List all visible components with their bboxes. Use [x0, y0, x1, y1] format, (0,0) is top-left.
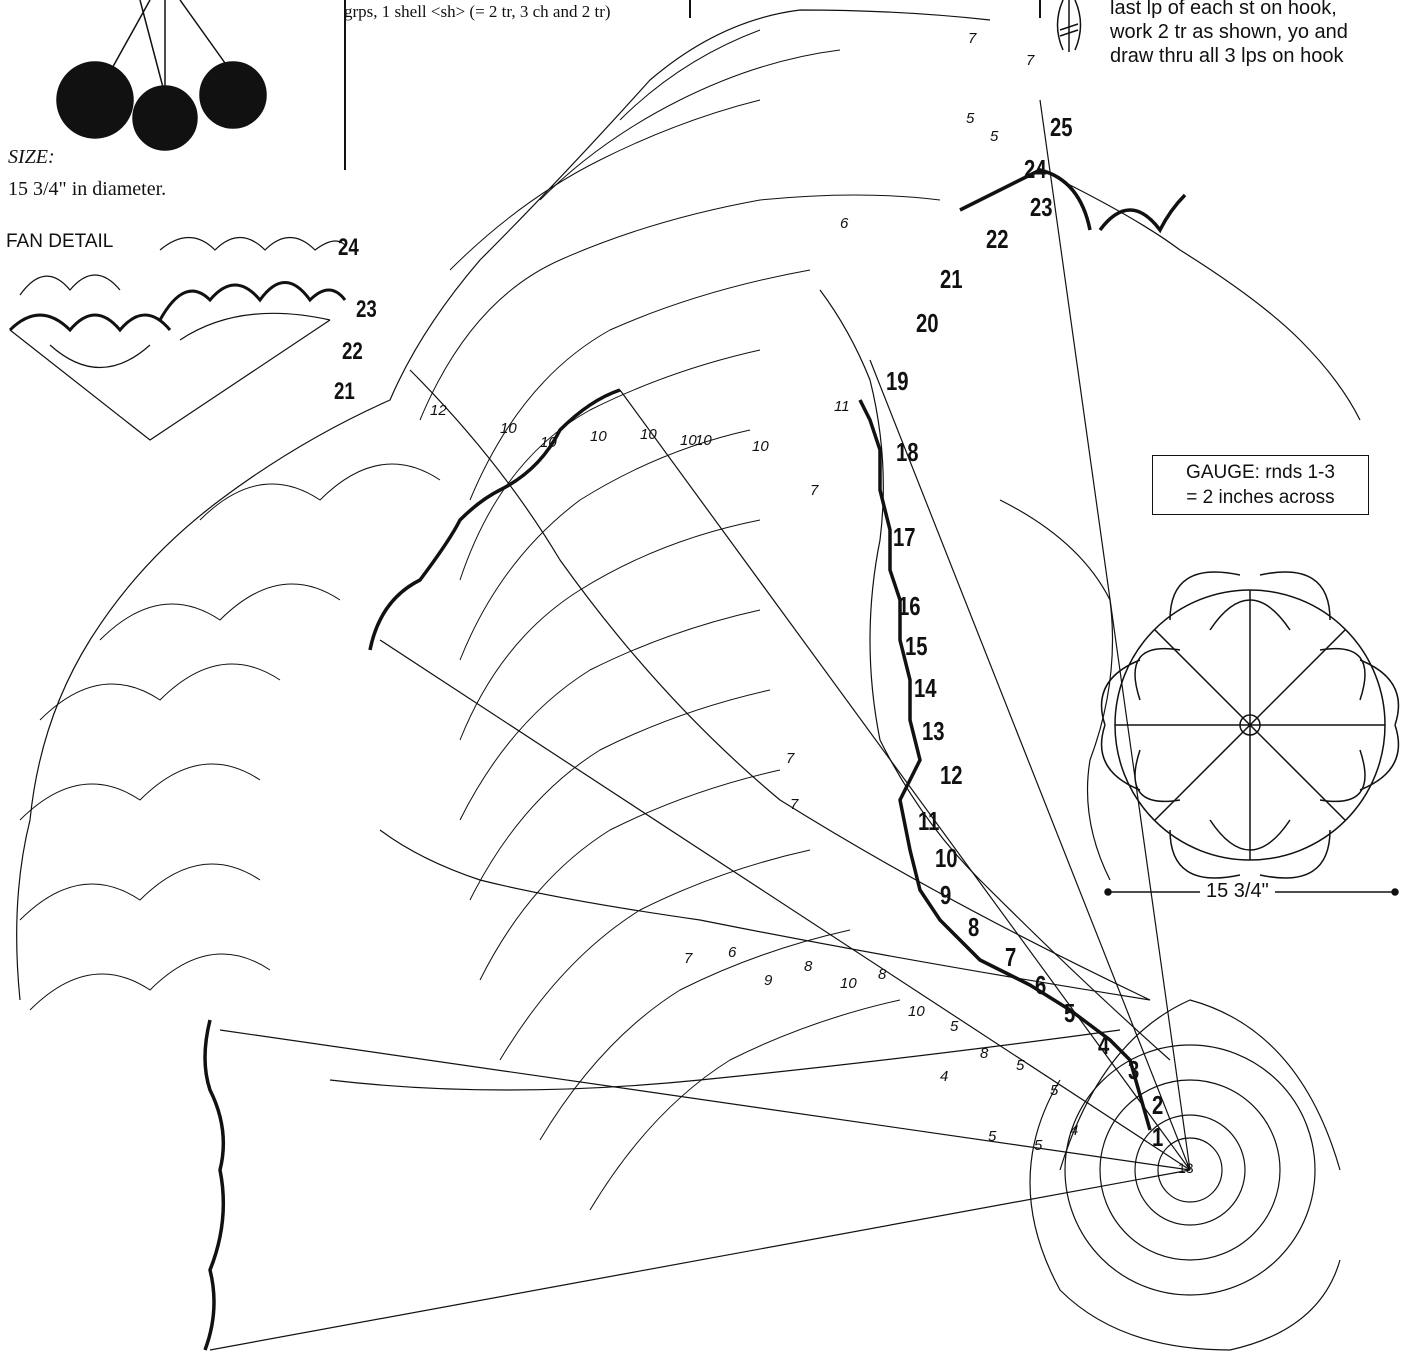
chain-count: 5 — [1050, 1082, 1058, 1099]
chain-count: 10 — [752, 438, 769, 455]
round-label: 22 — [986, 224, 1009, 255]
chain-count: 5 — [950, 1018, 958, 1035]
round-label: 16 — [898, 591, 921, 622]
chain-count: 10 — [590, 428, 607, 445]
chain-count: 7 — [968, 30, 976, 47]
round-label: 13 — [922, 716, 945, 747]
round-label: 23 — [1030, 192, 1053, 223]
round-label: 8 — [968, 912, 979, 943]
fan-round-label: 23 — [356, 296, 377, 324]
chain-count: 8 — [804, 958, 812, 975]
pineapple-structure — [210, 100, 1190, 1350]
chain-count: 7 — [684, 950, 692, 967]
round-label: 17 — [893, 522, 916, 553]
chain-count: 5 — [1034, 1137, 1042, 1154]
fan-detail-title: FAN DETAIL — [6, 231, 113, 253]
fan-detail-drawing — [10, 238, 345, 441]
round-label: 19 — [886, 366, 909, 397]
fan-round-label: 21 — [334, 378, 355, 406]
chain-count: 10 — [500, 420, 517, 437]
chain-count: 7 — [810, 482, 818, 499]
round-label: 20 — [916, 308, 939, 339]
round-label: 14 — [914, 673, 937, 704]
gauge-line-2: = 2 inches across — [1153, 485, 1368, 510]
gauge-box: GAUGE: rnds 1-3 = 2 inches across — [1152, 455, 1369, 515]
chain-count: 5 — [1016, 1057, 1024, 1074]
chain-count: 4 — [940, 1068, 948, 1085]
round-label: 12 — [940, 760, 963, 791]
chain-count: 8 — [980, 1045, 988, 1062]
chain-count: 10 — [640, 426, 657, 443]
round-label: 15 — [905, 631, 928, 662]
round-label: 18 — [896, 437, 919, 468]
chain-count: 5 — [966, 110, 974, 127]
gauge-line-1: GAUGE: rnds 1-3 — [1153, 460, 1368, 485]
round-label: 24 — [1024, 154, 1047, 185]
chain-count: 10 — [840, 975, 857, 992]
hook-note-line-1: last lp of each st on hook, — [1110, 0, 1337, 20]
cherry-illustration — [57, 0, 266, 150]
round-label: 3 — [1128, 1055, 1139, 1086]
chain-count: 10 — [680, 432, 697, 449]
round-label: 4 — [1098, 1030, 1109, 1061]
chain-count: 9 — [764, 972, 772, 989]
round-label: 2 — [1152, 1090, 1163, 1121]
cluster-symbol-icon — [1058, 0, 1081, 52]
chain-count: 8 — [878, 966, 886, 983]
chain-count: 10 — [540, 434, 557, 451]
size-value: 15 3/4" in diameter. — [8, 178, 166, 201]
chain-count: 10 — [695, 432, 712, 449]
round-label: 7 — [1005, 942, 1016, 973]
chain-loop-rows — [20, 30, 940, 1210]
chain-count: 7 — [786, 750, 794, 767]
round-label: 11 — [918, 806, 939, 837]
chain-count: 7 — [1026, 52, 1034, 69]
size-label: SIZE: — [8, 146, 55, 169]
round-label: 21 — [940, 264, 963, 295]
fan-round-label: 24 — [338, 234, 359, 262]
chain-count: 11 — [834, 398, 850, 415]
hook-note-line-2: work 2 tr as shown, yo and — [1110, 20, 1348, 44]
chain-count: 6 — [840, 215, 848, 232]
round-label: 9 — [940, 880, 951, 911]
round-label: 6 — [1035, 970, 1046, 1001]
chain-count: 13 — [1178, 1160, 1194, 1176]
chain-count: 10 — [908, 1003, 925, 1020]
fan-round-label: 22 — [342, 338, 363, 366]
round-label: 1 — [1152, 1122, 1163, 1153]
hook-note-line-3: draw thru all 3 lps on hook — [1110, 44, 1343, 68]
round-label: 10 — [935, 843, 958, 874]
round-label: 5 — [1064, 998, 1075, 1029]
chain-count: 7 — [790, 796, 798, 813]
chain-count: 5 — [988, 1128, 996, 1145]
chain-count: 5 — [990, 128, 998, 145]
finished-doily-flower-icon — [1102, 572, 1399, 878]
chain-count: 4 — [1070, 1122, 1078, 1139]
chain-count: 12 — [430, 402, 447, 419]
diameter-label: 15 3/4" — [1200, 880, 1275, 903]
abbreviation-note: grps, 1 shell <sh> (= 2 tr, 3 ch and 2 t… — [344, 2, 611, 22]
chain-count: 6 — [728, 944, 736, 961]
round-label: 25 — [1050, 112, 1073, 143]
